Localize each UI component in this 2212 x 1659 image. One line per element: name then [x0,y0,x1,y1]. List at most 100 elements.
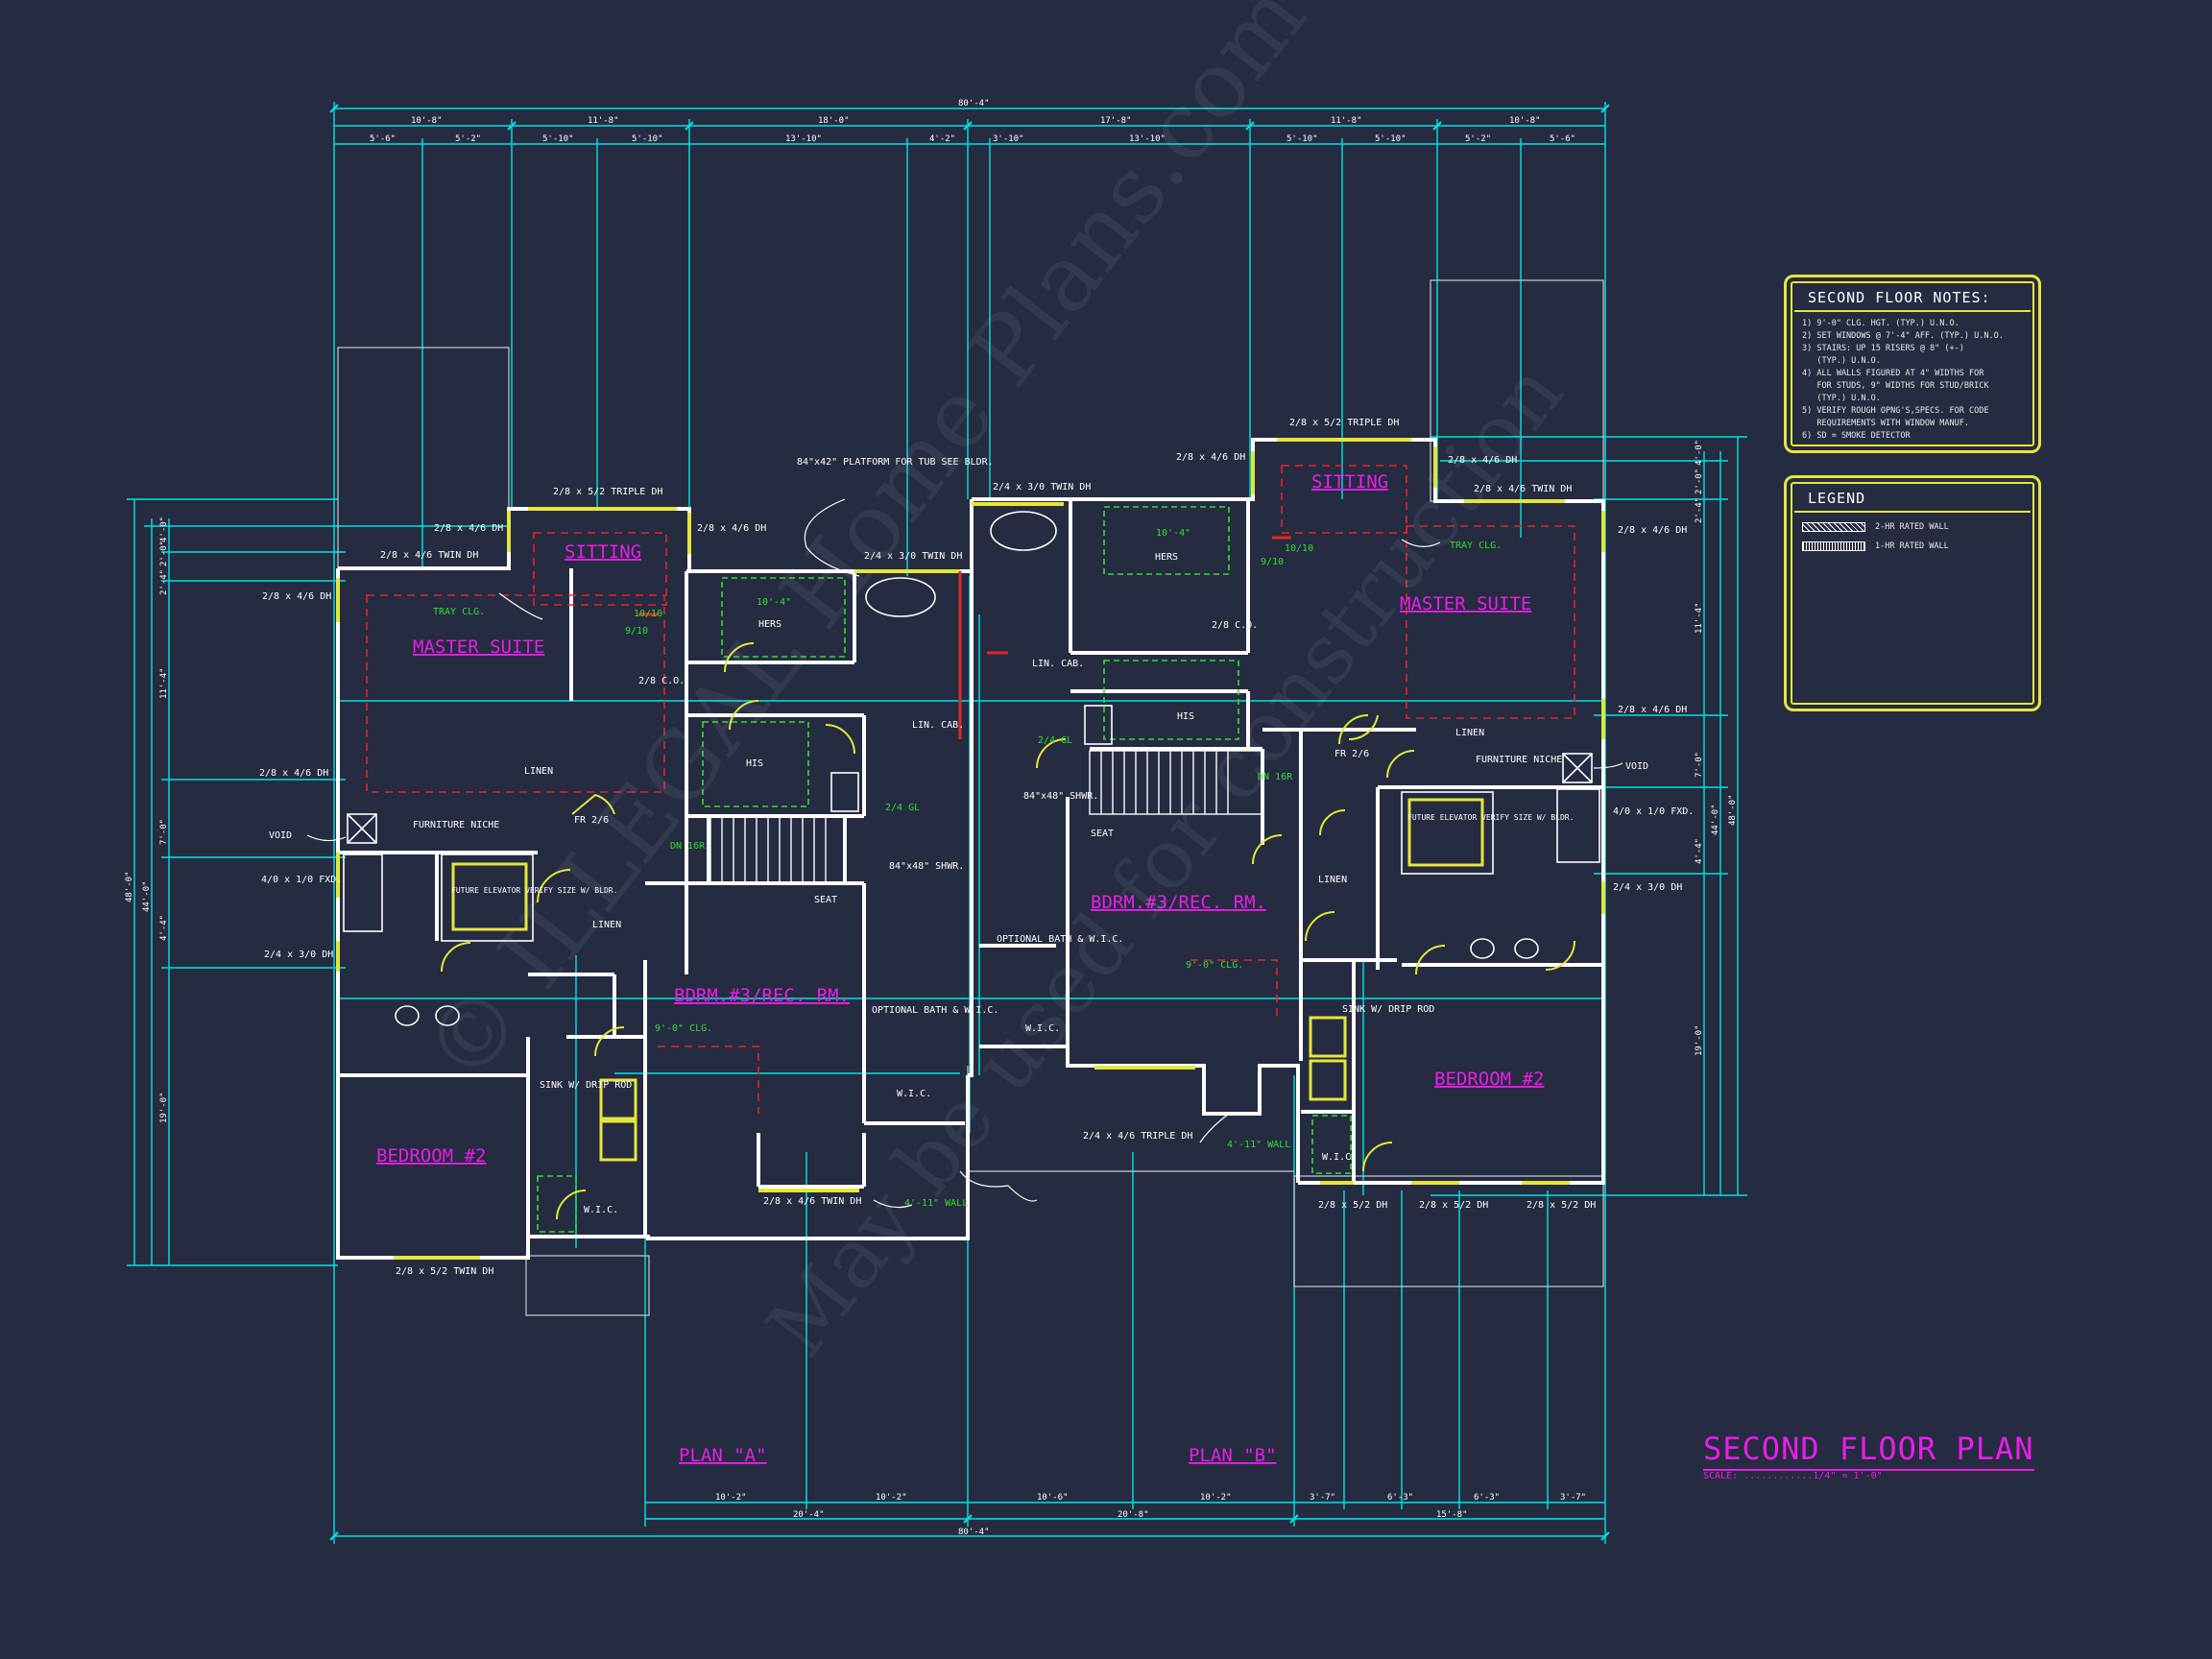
b-win9: 2/4 x 4/6 TRIPLE DH [1083,1131,1192,1142]
dim-right-6: 19'-0" [1695,1024,1704,1056]
b-win3: 2/8 x 5/2 TRIPLE DH [1289,418,1399,428]
note-item: 5) VERIFY ROUGH OPNG'S,SPECS. FOR CODE [1802,406,1989,416]
appliances [451,798,1484,1162]
hatch-2hr-icon [1802,522,1865,532]
a-win7: 2/4 x 3/0 DH [264,950,333,960]
room-a-master-suite: MASTER SUITE [413,637,544,658]
a-clg: 9'-0" CLG. [655,1023,712,1034]
dim-bottom-r2-3: 10'-2" [1200,1493,1232,1503]
dim-top-r3-8: 5'-10" [1286,134,1318,144]
dim-top-r3-9: 5'-10" [1375,134,1407,144]
a-dn: DN 16R [670,841,706,852]
dim-bottom-r2-6: 6'-3" [1474,1493,1500,1503]
a-furniture: FURNITURE NICHE [413,820,499,830]
b-gl: 2/4 GL [1038,735,1072,746]
a-wic1: W.I.C. [897,1089,931,1099]
b-fxd: 4/0 x 1/0 FXD. [1613,806,1694,817]
a-linen2: LINEN [592,920,621,930]
a-win8: 2/8 x 5/2 TWIN DH [396,1266,493,1277]
dim-bottom-r1-2: 15'-8" [1436,1510,1468,1520]
room-b-sitting: SITTING [1311,471,1388,493]
a-seat: SEAT [814,895,837,905]
dim-top-r3-2: 5'-10" [542,134,574,144]
a-gl: 2/4 GL [885,803,920,813]
dim-right-overall: 48'-0" [1728,794,1738,826]
a-wall: 4'-11" WALL [904,1198,968,1209]
dim-bottom-r1-0: 20'-4" [793,1510,825,1520]
a-win1: 2/8 x 4/6 DH [434,523,503,534]
b-shwr: 84"x48" SHWR. [1023,791,1098,802]
b-lincab: LIN. CAB. [1032,659,1084,669]
dim-bottom-r2-2: 10'-6" [1037,1493,1069,1503]
dim-top-r2-3: 17'-8" [1100,116,1132,126]
stairs [709,750,1263,884]
hatch-1hr-icon [1802,541,1865,551]
a-win2: 2/8 x 4/6 TWIN DH [380,550,478,561]
dim-left-overall: 48'-0" [125,871,134,902]
b-win4: 2/8 x 4/6 DH [1448,455,1517,466]
dim-right-4: 7'-0" [1695,752,1704,778]
closet-outlines [537,506,1352,1233]
b-hers: HERS [1155,552,1178,563]
b-tray: TRAY CLG. [1450,541,1502,551]
doors [441,642,1575,1220]
fire-walls [638,536,1291,739]
dim-top-overall: 80'-4" [958,99,990,108]
b-1010: 10/10 [1285,543,1313,554]
leader-lines [306,498,1623,1209]
a-win10: 2/4 x 3/0 TWIN DH [864,551,962,562]
a-co: 2/8 C.O. [638,676,685,686]
dim-right-1: 2'-0" [1695,469,1704,494]
dim-bottom-r2-7: 3'-7" [1560,1493,1586,1503]
dim-top-r2-0: 10'-8" [411,116,443,126]
dimension-ticks [329,104,1610,1541]
a-optbath: OPTIONAL BATH & W.I.C. [872,1005,998,1016]
a-shwr: 84"x48" SHWR. [889,861,964,872]
note-item: 4) ALL WALLS FIGURED AT 4" WIDTHS FOR [1802,369,1984,378]
a-tray: TRAY CLG. [433,607,485,617]
b-win11: 2/8 x 5/2 DH [1419,1200,1488,1211]
dim-left-3: 11'-4" [159,667,169,699]
a-win9: 2/8 x 4/6 TWIN DH [763,1196,861,1207]
dim-left-0: 4'-0" [159,517,169,542]
b-elevator: FUTURE ELEVATOR VERIFY SIZE W/ BLDR. [1407,813,1574,822]
b-clg: 9'-0" CLG. [1186,960,1243,971]
note-item: 6) SD = SMOKE DETECTOR [1802,431,1911,441]
a-1010: 10/10 [634,609,662,619]
dim-right-5: 4'-4" [1695,838,1704,864]
note-item: 1) 9'-0" CLG. HGT. (TYP.) U.N.O. [1802,319,1960,328]
room-labels: SITTING MASTER SUITE BDRM.#3/REC. RM. BE… [376,471,1544,1466]
dim-top-r2-5: 10'-8" [1509,116,1541,126]
notes-list: 1) 9'-0" CLG. HGT. (TYP.) U.N.O. 2) SET … [1787,318,2038,443]
a-platform: 84"x42" PLATFORM FOR TUB SEE BLDR. [797,457,994,468]
b-sd: 10'-4" [1156,528,1190,539]
b-win6: 2/8 x 4/6 DH [1618,525,1687,536]
dim-bottom-r2-0: 10'-2" [715,1493,747,1503]
b-wall: 4'-11" WALL [1227,1140,1290,1150]
dim-bottom-r2-1: 10'-2" [876,1493,907,1503]
b-seat: SEAT [1091,829,1114,839]
dimension-lines [127,102,1747,1544]
dim-top-r3-3: 5'-10" [632,134,663,144]
sheet-title: SECOND FLOOR PLAN [1703,1431,2034,1471]
dim-top-r3-1: 5'-2" [455,134,481,144]
dim-top-r3-10: 5'-2" [1465,134,1491,144]
a-sd: 10'-4" [757,597,791,608]
legend-label: 2-HR RATED WALL [1875,522,1949,532]
b-fr: FR 2/6 [1334,749,1369,759]
a-wic2: W.I.C. [584,1205,618,1215]
b-linen2: LINEN [1318,875,1347,885]
legend-item-2hr: 2-HR RATED WALL [1787,513,2038,532]
dim-left-1: 2'-0" [159,541,169,566]
dimension-texts: 80'-4" 10'-8" 11'-8" 18'-0" 17'-8" 11'-8… [370,99,1586,1537]
a-win5: 2/8 x 4/6 DH [262,591,331,602]
b-his: HIS [1177,711,1194,722]
dim-bottom-r2-5: 6'-3" [1387,1493,1413,1503]
legend-label: 1-HR RATED WALL [1875,541,1949,551]
a-fr: FR 2/6 [574,815,609,826]
b-co: 2/8 C.O. [1212,620,1258,631]
room-a-sitting: SITTING [565,541,641,563]
a-void: VOID [269,830,292,841]
note-item: (TYP.) U.N.O. [1802,356,1881,366]
